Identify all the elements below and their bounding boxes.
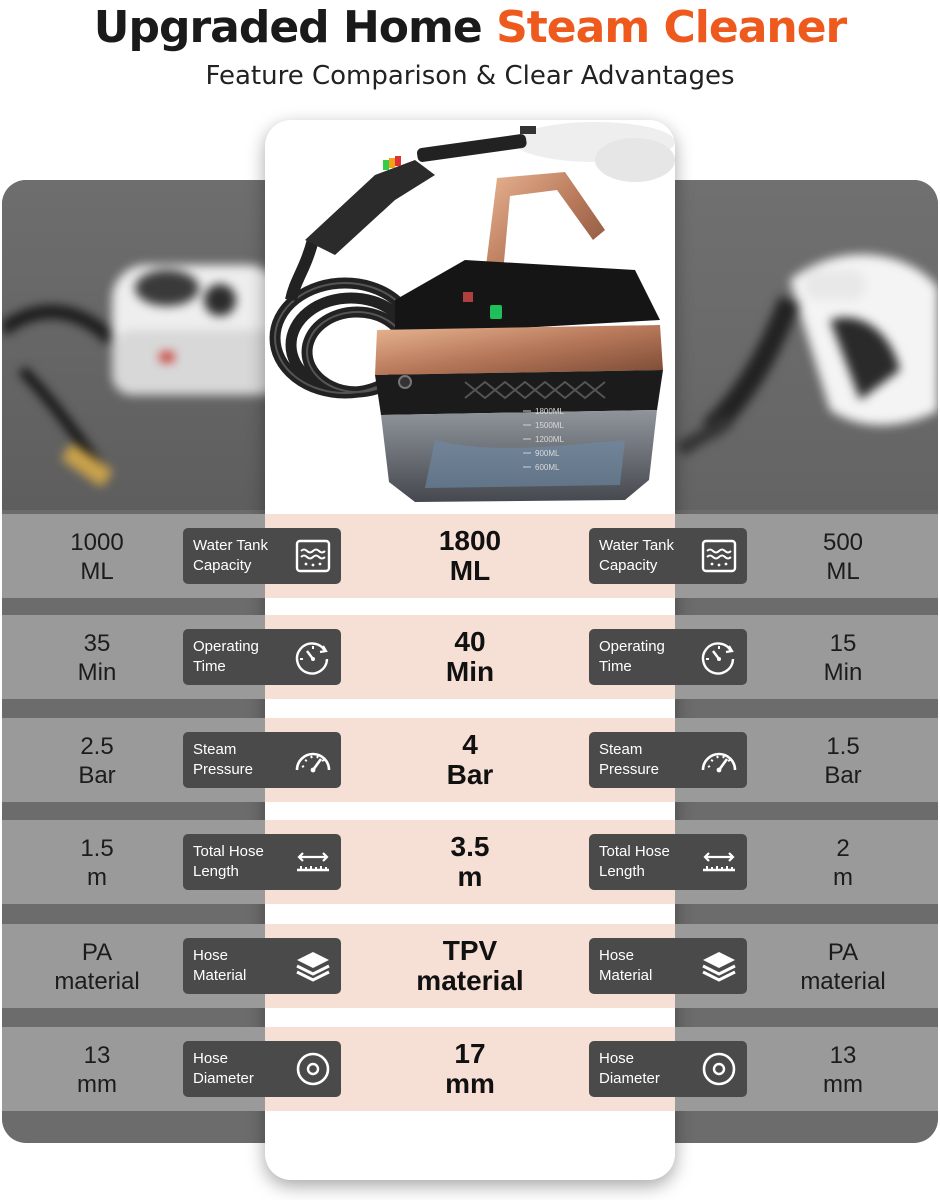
- diameter-icon: [699, 1049, 739, 1089]
- competitor-b-value: 1.5 Bar: [824, 733, 862, 789]
- feature-label: Operating Time: [599, 638, 665, 675]
- competitor-a-value: 1.5 m: [80, 835, 114, 891]
- featured-value: 17 mm: [445, 1038, 495, 1099]
- page-title: Upgraded Home Steam Cleaner: [0, 0, 940, 56]
- feature-label: Total Hose Length: [599, 843, 670, 880]
- feature-label: Hose Material: [193, 947, 247, 984]
- feature-badge-left: Hose Material: [183, 938, 341, 994]
- page-subtitle: Feature Comparison & Clear Advantages: [205, 61, 735, 91]
- title-main: Upgraded Home: [93, 2, 483, 53]
- tank-mark-1800: 1800ML: [535, 407, 564, 416]
- feature-badge-right: Water Tank Capacity: [589, 528, 747, 584]
- competitor-b-value: 13 mm: [823, 1042, 863, 1098]
- length-ruler-icon: [293, 842, 333, 882]
- feature-badge-right: Operating Time: [589, 629, 747, 685]
- tank-mark-1500: 1500ML: [535, 421, 564, 430]
- feature-badge-left: Water Tank Capacity: [183, 528, 341, 584]
- competitor-b-value: 2 m: [833, 835, 853, 891]
- competitor-a-value: PA material: [54, 939, 140, 995]
- title-accent: Steam Cleaner: [496, 2, 847, 53]
- tank-mark-900: 900ML: [535, 449, 560, 458]
- feature-label: Steam Pressure: [599, 741, 660, 778]
- pressure-gauge-icon: [699, 740, 739, 780]
- competitor-b-value: 15 Min: [823, 630, 863, 686]
- feature-label: Hose Diameter: [193, 1050, 254, 1087]
- feature-label: Water Tank Capacity: [599, 537, 675, 574]
- feature-label: Total Hose Length: [193, 843, 264, 880]
- competitor-b-value: 500 ML: [822, 529, 864, 585]
- competitor-b-value: PA material: [800, 939, 886, 995]
- competitor-a-steamer-icon: [2, 265, 282, 486]
- feature-badge-left: Total Hose Length: [183, 834, 341, 890]
- timer-icon: [699, 637, 739, 677]
- competitor-a-image: [2, 180, 302, 510]
- featured-value: 4 Bar: [446, 729, 494, 790]
- feature-label: Operating Time: [193, 638, 259, 675]
- featured-value: 40 Min: [445, 626, 495, 687]
- competitor-b-image: [640, 180, 938, 510]
- feature-label: Water Tank Capacity: [193, 537, 269, 574]
- feature-badge-left: Hose Diameter: [183, 1041, 341, 1097]
- competitor-a-value: 35 Min: [77, 630, 117, 686]
- length-ruler-icon: [699, 842, 739, 882]
- feature-label: Hose Material: [599, 947, 653, 984]
- feature-badge-right: Hose Diameter: [589, 1041, 747, 1097]
- steam-cleaner-product-icon: 1800ML 1500ML 1200ML 900ML 600ML: [269, 122, 675, 502]
- featured-value: 3.5 m: [450, 831, 490, 892]
- diameter-icon: [293, 1049, 333, 1089]
- competitor-a-value: 2.5 Bar: [78, 733, 116, 789]
- feature-badge-right: Hose Material: [589, 938, 747, 994]
- feature-label: Steam Pressure: [193, 741, 254, 778]
- timer-icon: [293, 637, 333, 677]
- feature-badge-left: Operating Time: [183, 629, 341, 685]
- competitor-a-value: 1000 ML: [70, 529, 124, 585]
- water-tank-icon: [699, 536, 739, 576]
- pressure-gauge-icon: [293, 740, 333, 780]
- feature-badge-right: Steam Pressure: [589, 732, 747, 788]
- tank-mark-600: 600ML: [535, 463, 560, 472]
- featured-value: TPV material: [416, 935, 524, 996]
- water-tank-icon: [293, 536, 333, 576]
- feature-badge-right: Total Hose Length: [589, 834, 747, 890]
- layers-icon: [699, 946, 739, 986]
- layers-icon: [293, 946, 333, 986]
- feature-badge-left: Steam Pressure: [183, 732, 341, 788]
- competitor-b-steamer-icon: [676, 254, 938, 457]
- tank-mark-1200: 1200ML: [535, 435, 564, 444]
- featured-value: 1800 ML: [438, 525, 502, 586]
- feature-label: Hose Diameter: [599, 1050, 660, 1087]
- competitor-a-value: 13 mm: [77, 1042, 117, 1098]
